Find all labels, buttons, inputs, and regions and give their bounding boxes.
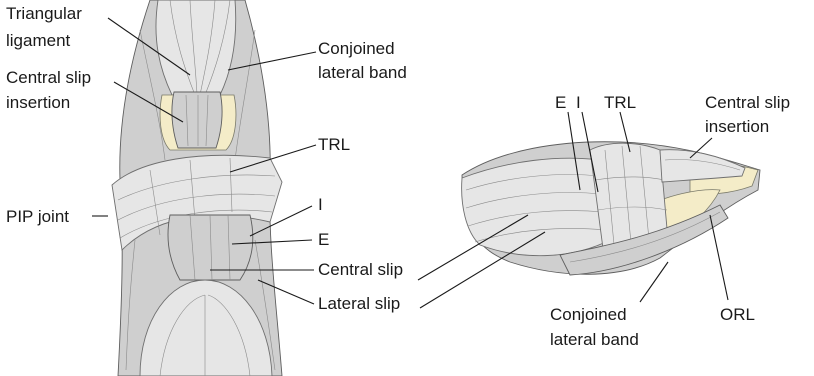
label-conjoined-lateral-band-line2: lateral band — [318, 63, 407, 82]
label-central-slip-insertion-line1: Central slip — [6, 68, 91, 87]
label-central-slip-insertion-right-line1: Central slip — [705, 93, 790, 112]
dorsal-view-illustration — [112, 0, 282, 376]
label-conjoined-lateral-band-right-line1: Conjoined — [550, 305, 627, 324]
label-trl-right: TRL — [604, 93, 636, 112]
label-lateral-slip: Lateral slip — [318, 294, 400, 313]
label-i-left: I — [318, 195, 323, 214]
label-central-slip: Central slip — [318, 260, 403, 279]
label-i-right: I — [576, 93, 581, 112]
label-e-left: E — [318, 230, 329, 249]
label-triangular-ligament-line1: Triangular — [6, 4, 82, 23]
label-conjoined-lateral-band-right-line2: lateral band — [550, 330, 639, 349]
label-e-right: E — [555, 93, 566, 112]
label-conjoined-lateral-band-line1: Conjoined — [318, 39, 395, 58]
label-central-slip-insertion-right-line2: insertion — [705, 117, 769, 136]
label-orl: ORL — [720, 305, 755, 324]
label-central-slip-insertion-line2: insertion — [6, 93, 70, 112]
central-slip-insertion-lateral — [660, 150, 745, 182]
label-triangular-ligament-line2: ligament — [6, 31, 71, 50]
label-pip-joint: PIP joint — [6, 207, 69, 226]
label-trl-left: TRL — [318, 135, 350, 154]
